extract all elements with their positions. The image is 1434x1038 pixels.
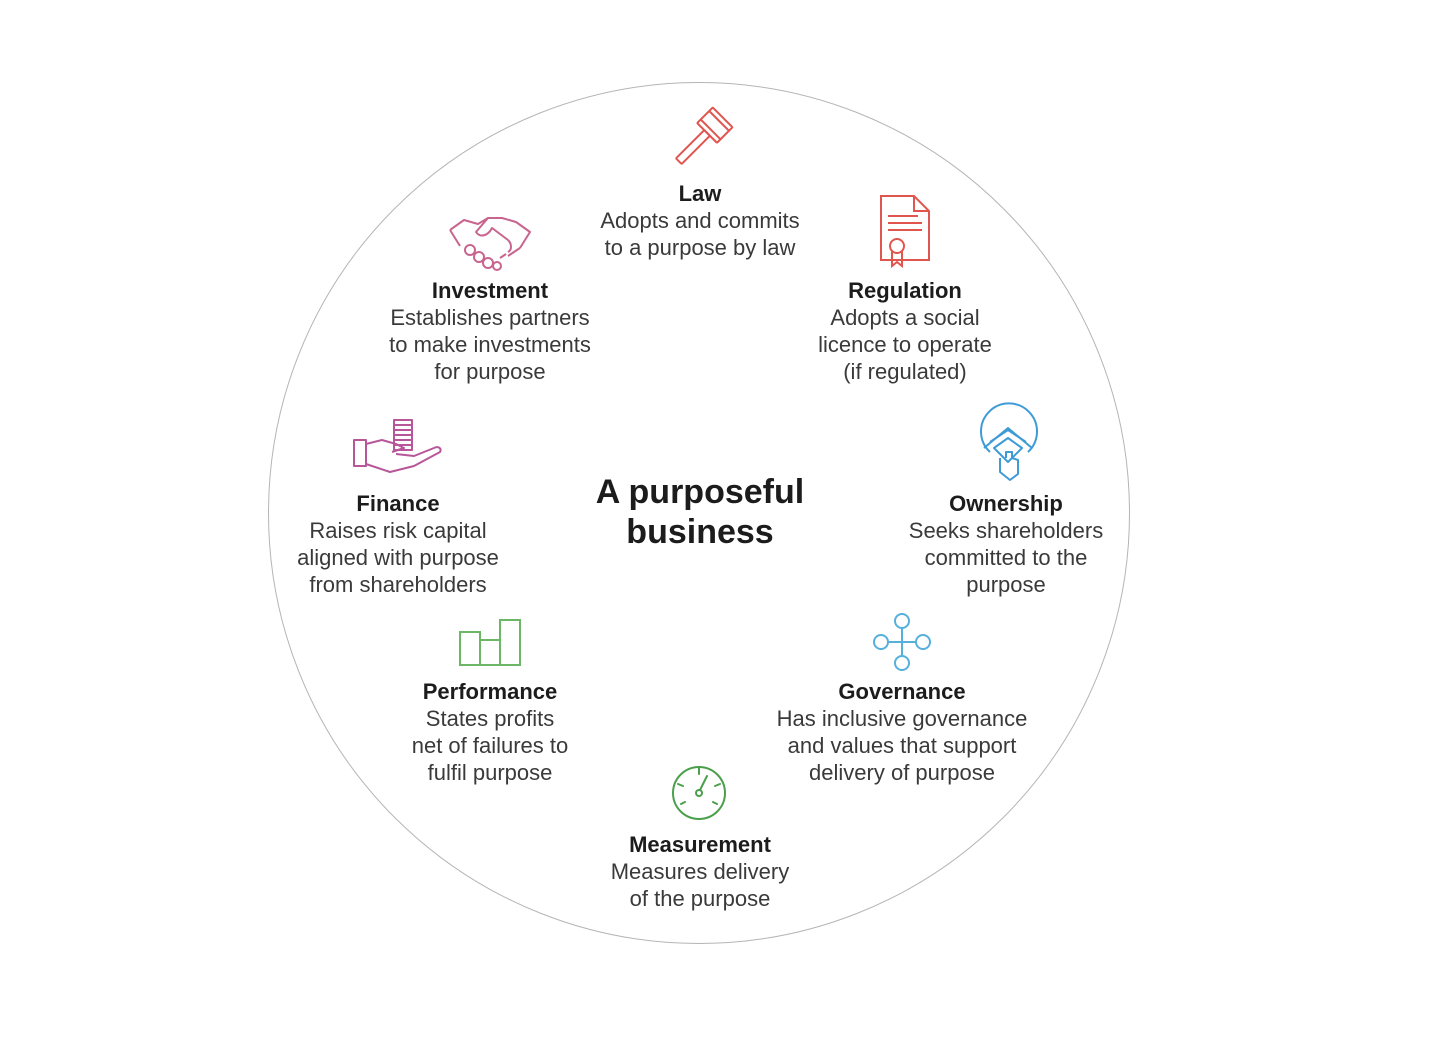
hand-house-icon [978, 402, 1040, 482]
ownership-title: Ownership [949, 491, 1063, 516]
item-law: Law Adopts and commits to a purpose by l… [560, 180, 840, 261]
law-description: Adopts and commits to a purpose by law [600, 208, 800, 260]
measurement-description: Measures delivery of the purpose [610, 859, 790, 911]
ownership-description: Seeks shareholders committed to the purp… [908, 518, 1104, 597]
performance-description: States profits net of failures to fulfil… [411, 706, 569, 785]
center-title: A purposeful business [595, 473, 805, 551]
performance-title: Performance [422, 679, 558, 704]
investment-title: Investment [431, 278, 549, 303]
handshake-icon [448, 214, 532, 271]
item-finance: Finance Raises risk capital aligned with… [258, 490, 538, 598]
item-ownership: Ownership Seeks shareholders committed t… [866, 490, 1146, 598]
finance-title: Finance [356, 491, 440, 516]
network-nodes-icon [872, 612, 932, 672]
finance-description: Raises risk capital aligned with purpose… [297, 518, 499, 597]
law-title: Law [678, 181, 722, 206]
gauge-icon [670, 764, 728, 822]
bar-chart-icon [458, 618, 524, 668]
item-performance: Performance States profits net of failur… [350, 678, 630, 786]
investment-description: Establishes partners to make investments… [389, 305, 591, 384]
item-measurement: Measurement Measures delivery of the pur… [560, 831, 840, 912]
item-governance: Governance Has inclusive governance and … [752, 678, 1052, 786]
measurement-title: Measurement [629, 832, 771, 857]
item-regulation: Regulation Adopts a social licence to op… [765, 277, 1045, 385]
regulation-description: Adopts a social licence to operate (if r… [818, 305, 992, 384]
certificate-icon [878, 194, 932, 270]
diagram-circle [268, 82, 1130, 944]
item-investment: Investment Establishes partners to make … [350, 277, 630, 385]
hand-coins-icon [352, 418, 444, 476]
governance-description: Has inclusive governance and values that… [776, 706, 1028, 785]
governance-title: Governance [838, 679, 966, 704]
regulation-title: Regulation [848, 278, 962, 303]
gavel-icon [664, 104, 736, 176]
